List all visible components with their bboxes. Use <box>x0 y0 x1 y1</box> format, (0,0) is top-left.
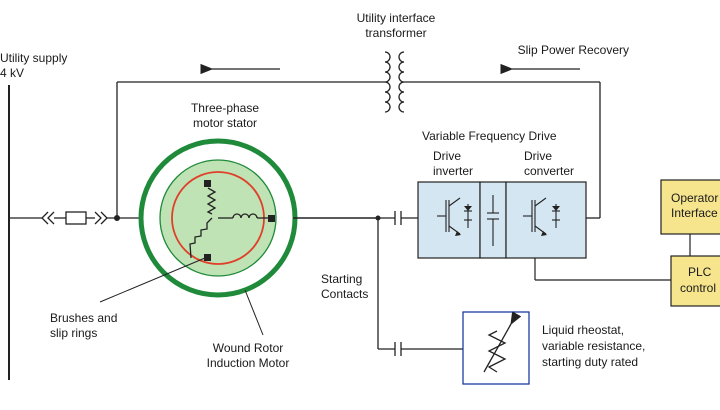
main-feeder <box>9 211 150 225</box>
rotor-winding <box>189 187 378 259</box>
utility-supply-label: Utility supply <box>0 51 67 65</box>
converter-label-2: converter <box>524 164 574 178</box>
brushes-label-1: Brushes and <box>50 311 117 325</box>
transformer-label-2: transformer <box>365 26 426 40</box>
starting-label-1: Starting <box>321 272 362 286</box>
rheostat-label-1: Liquid rheostat, <box>542 323 624 337</box>
variable-resistor-icon <box>487 330 507 373</box>
plc-label-2: control <box>680 281 716 295</box>
wound-rotor-label-1: Wound Rotor <box>213 341 283 355</box>
brush-top <box>204 180 211 187</box>
wound-rotor-motor <box>138 138 378 298</box>
slip-power-recovery-label: Slip Power Recovery <box>518 43 629 57</box>
utility-voltage-label: 4 kV <box>0 66 24 80</box>
brushes-leader <box>99 257 206 303</box>
operator-label-2: Interface <box>671 206 718 220</box>
vfd-title: Variable Frequency Drive <box>422 129 557 143</box>
wound-rotor-leader <box>244 289 264 336</box>
drive-converter-box <box>505 181 587 259</box>
wound-rotor-label-2: Induction Motor <box>207 356 290 370</box>
starting-junction-dot <box>375 215 381 221</box>
brush-right <box>268 215 275 222</box>
operator-label-1: Operator <box>671 191 718 205</box>
starting-contacts <box>377 211 463 356</box>
stator-label-1: Three-phase <box>191 101 259 115</box>
inverter-label-2: inverter <box>433 164 473 178</box>
recovery-loop <box>116 81 601 219</box>
rheostat-label-3: starting duty rated <box>542 355 638 369</box>
rheostat-label-2: variable resistance, <box>542 339 645 353</box>
stator-label-2: motor stator <box>193 116 257 130</box>
liquid-rheostat <box>462 311 530 385</box>
plc-control-box <box>670 255 720 307</box>
brushes-label-2: slip rings <box>50 326 97 340</box>
plc-label-1: PLC <box>688 265 712 279</box>
vfd-block <box>417 181 587 259</box>
brush-bottom <box>204 254 211 261</box>
transformer-icon <box>384 51 405 113</box>
control-links <box>534 234 691 281</box>
operator-interface-box <box>660 179 720 235</box>
transformer-label-1: Utility interface <box>357 11 436 25</box>
converter-label-1: Drive <box>524 149 552 163</box>
inverter-label-1: Drive <box>433 149 461 163</box>
starting-label-2: Contacts <box>321 287 368 301</box>
fuse-icon <box>65 211 87 225</box>
